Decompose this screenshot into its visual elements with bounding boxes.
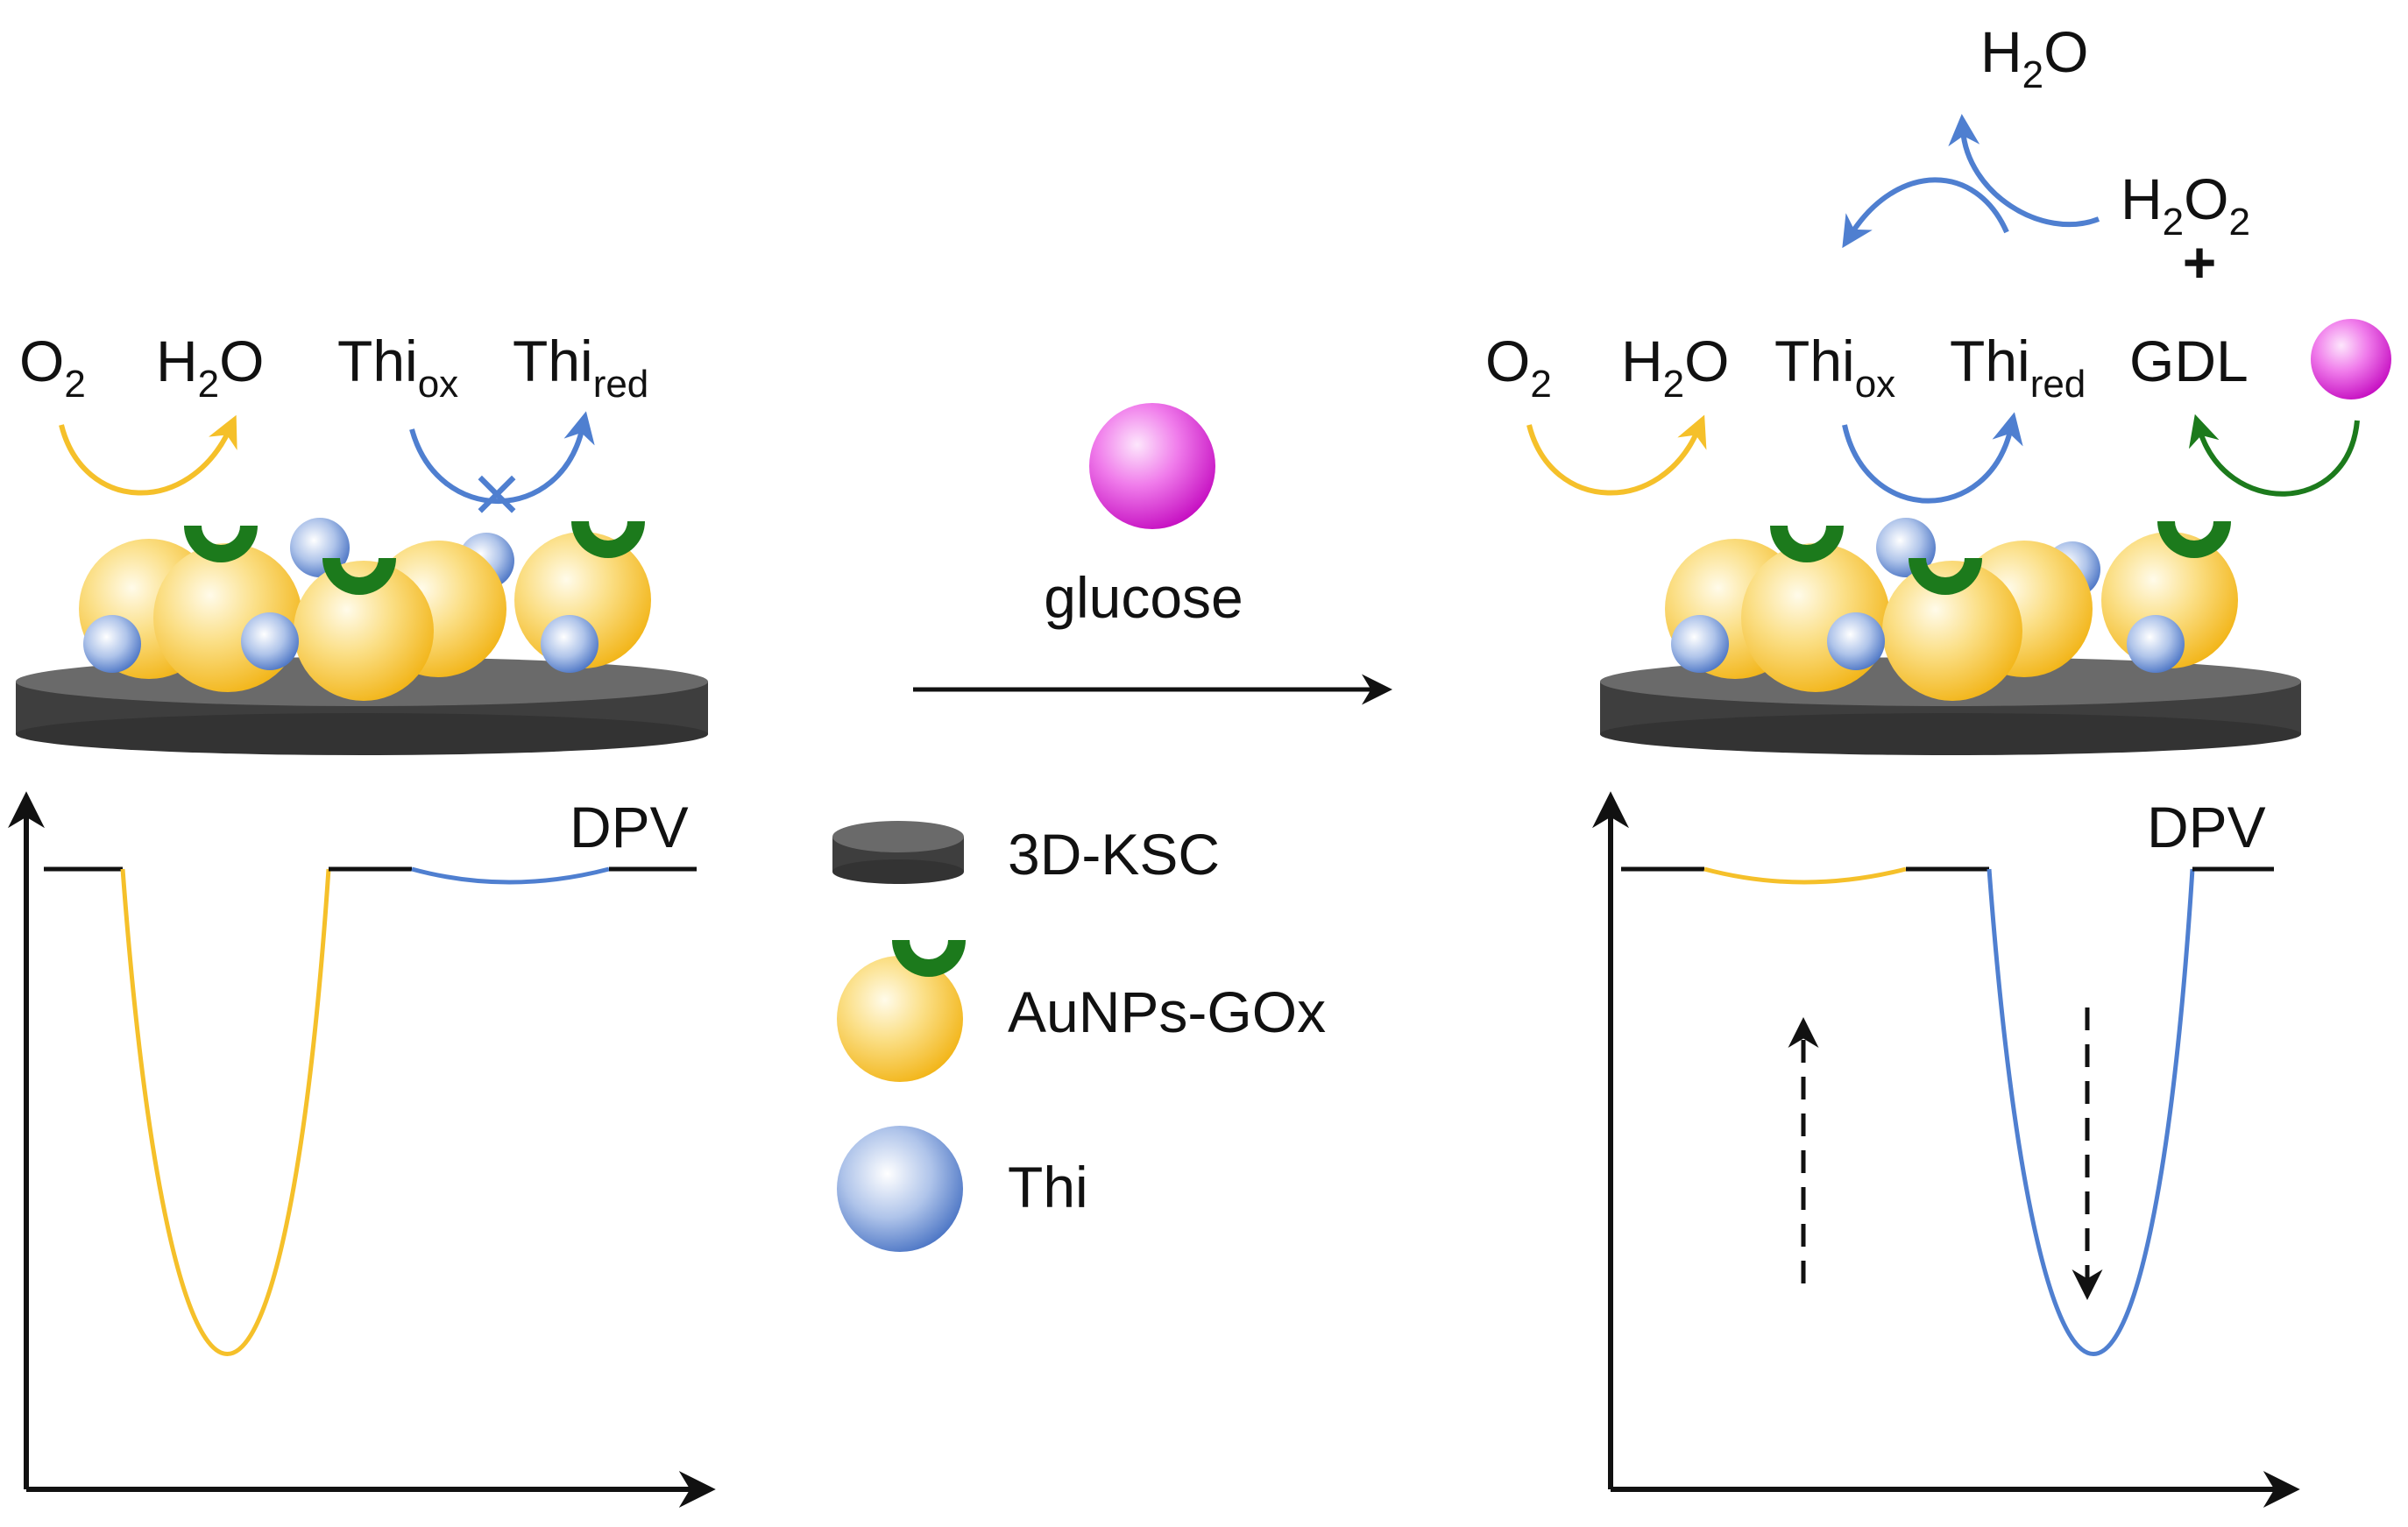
aunp-particle bbox=[294, 561, 434, 701]
glucose-label: glucose bbox=[1044, 565, 1243, 630]
legend-gox-icon bbox=[892, 940, 966, 977]
legend-aunps-label: AuNPs-GOx bbox=[1008, 979, 1326, 1044]
left-thi-blocked-arrow bbox=[409, 411, 595, 505]
legend-thi-label: Thi bbox=[1008, 1155, 1088, 1219]
legend: 3D-KSC AuNPs-GOx Thi bbox=[832, 821, 1326, 1252]
aunp-particle bbox=[1882, 561, 2022, 701]
left-thi-small-peak bbox=[411, 866, 610, 885]
glucose-molecule-icon bbox=[1089, 403, 1215, 529]
thi-particle bbox=[241, 612, 299, 670]
right-o2-label: O2 bbox=[1485, 329, 1552, 406]
right-particle-layer bbox=[1665, 518, 2238, 701]
right-thi-reduction-peak bbox=[1987, 868, 2195, 1356]
gox-enzyme-icon bbox=[1909, 558, 1982, 595]
thi-particle bbox=[1671, 615, 1729, 673]
left-particle-layer bbox=[79, 518, 651, 701]
right-h2o2-label: H2O2 bbox=[2121, 166, 2250, 244]
right-dpv-label: DPV bbox=[2147, 795, 2266, 859]
left-blocked-cross: × bbox=[469, 453, 525, 531]
left-o2-reduction-arrow bbox=[59, 414, 237, 496]
right-dpv-plot: DPV bbox=[1592, 791, 2300, 1508]
right-thi-oxidation-cycle-arrow bbox=[1842, 177, 2009, 249]
right-gdl-label: GDL bbox=[2129, 329, 2249, 393]
right-thi-reduction-arrow bbox=[1842, 412, 2023, 504]
right-h2o-top-label: H2O bbox=[1980, 19, 2089, 96]
gox-enzyme-icon bbox=[1770, 526, 1844, 562]
right-glucose-to-gdl-arrow bbox=[2188, 414, 2360, 497]
left-thi-ox-label: Thiox bbox=[337, 329, 458, 406]
gox-enzyme-icon bbox=[322, 558, 396, 595]
thi-particle bbox=[83, 615, 141, 673]
right-plus-sign: + bbox=[2183, 230, 2217, 294]
left-h2o-label: H2O bbox=[156, 329, 265, 406]
right-h2o2-to-h2o-arrow bbox=[1948, 114, 2100, 228]
right-glucose-icon bbox=[2311, 319, 2391, 399]
right-thi-ox-label: Thiox bbox=[1774, 329, 1895, 406]
right-panel: H2O H2O2 + O2 H2O Thiox Thired GDL bbox=[1485, 19, 2391, 1508]
thi-particle bbox=[541, 615, 598, 673]
middle-section: glucose 3D-KSC AuNPs-GOx Thi bbox=[832, 403, 1392, 1252]
legend-electrode-icon bbox=[832, 821, 964, 884]
right-h2o-label: H2O bbox=[1621, 329, 1730, 406]
thi-particle bbox=[2127, 615, 2185, 673]
left-o2-label: O2 bbox=[19, 329, 86, 406]
gox-enzyme-icon bbox=[571, 521, 645, 558]
right-o2-small-peak bbox=[1703, 866, 1907, 885]
right-thi-red-label: Thired bbox=[1950, 329, 2086, 406]
legend-aunp-icon bbox=[837, 956, 963, 1082]
left-thi-red-label: Thired bbox=[513, 329, 648, 406]
right-o2-reduction-arrow bbox=[1526, 414, 1707, 496]
thi-particle bbox=[1827, 612, 1885, 670]
legend-electrode-label: 3D-KSC bbox=[1008, 822, 1220, 887]
left-dpv-plot: DPV bbox=[8, 791, 716, 1508]
gox-enzyme-icon bbox=[2157, 521, 2231, 558]
left-panel: O2 H2O Thiox Thired × bbox=[8, 329, 716, 1508]
left-o2-reduction-peak bbox=[120, 868, 331, 1356]
gox-enzyme-icon bbox=[184, 526, 258, 562]
left-dpv-label: DPV bbox=[570, 795, 689, 859]
legend-thi-icon bbox=[837, 1126, 963, 1252]
